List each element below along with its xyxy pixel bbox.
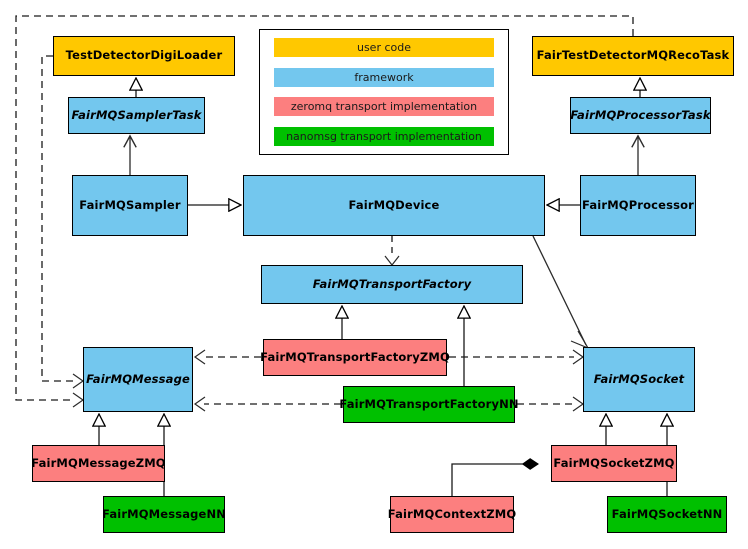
- class-node-fairmqmessagenn[interactable]: FairMQMessageNN: [102, 496, 226, 533]
- class-label: FairMQMessage: [86, 371, 190, 386]
- class-label: FairMQMessageZMQ: [31, 455, 166, 470]
- class-node-fairmqtransportfactorynn[interactable]: FairMQTransportFactoryNN: [339, 386, 519, 423]
- legend-label-nanomsg: nanomsg transport implementation: [286, 129, 482, 143]
- class-node-fairmqsocketnn[interactable]: FairMQSocketNN: [607, 496, 727, 533]
- class-node-fairmqcontextzmq[interactable]: FairMQContextZMQ: [387, 496, 517, 533]
- class-label: FairMQSocket: [593, 371, 685, 386]
- class-label: FairMQSocketNN: [611, 506, 723, 521]
- class-label: FairMQMessageNN: [102, 506, 226, 521]
- class-node-fairmqsocket[interactable]: FairMQSocket: [583, 347, 695, 412]
- class-label: FairMQTransportFactory: [312, 276, 472, 291]
- arrow-recotask-message: [72, 392, 85, 408]
- edge-socketzmq-contextzmq: [451, 464, 538, 496]
- class-node-fairmqtransportfactory[interactable]: FairMQTransportFactory: [261, 265, 523, 304]
- class-label: TestDetectorDigiLoader: [65, 48, 223, 63]
- class-label: FairMQDevice: [348, 197, 440, 212]
- class-label: FairMQProcessorTask: [570, 107, 711, 122]
- legend-label-user-code: user code: [356, 41, 412, 54]
- edge-device-socket: [532, 235, 587, 346]
- arrow-device-transportfactory: [384, 255, 400, 266]
- class-label: FairTestDetectorMQRecoTask: [536, 48, 730, 63]
- arrow-tfzmq-socket: [572, 349, 585, 365]
- class-label: FairMQTransportFactoryZMQ: [260, 349, 450, 364]
- arrow-tfnn-socket: [572, 396, 585, 412]
- class-label: FairMQSocketZMQ: [553, 455, 675, 470]
- legend-row-zeromq: zeromq transport implementation: [274, 97, 494, 117]
- class-node-testdetectordigiloader[interactable]: TestDetectorDigiLoader: [53, 36, 235, 76]
- class-label: FairMQSamplerTask: [71, 107, 202, 122]
- class-node-fairmqmessage[interactable]: FairMQMessage: [83, 347, 193, 412]
- legend-row-user-code: user code: [274, 38, 494, 57]
- legend-row-framework: framework: [274, 67, 494, 87]
- arrow-tfzmq-message: [193, 349, 206, 365]
- class-node-fairtestdetectormqrecotask[interactable]: FairTestDetectorMQRecoTask: [532, 36, 734, 76]
- class-node-fairmqmessagezmq[interactable]: FairMQMessageZMQ: [31, 445, 166, 482]
- arrow-device-socket: [570, 330, 590, 350]
- class-label: FairMQTransportFactoryNN: [339, 396, 519, 411]
- legend-row-nanomsg: nanomsg transport implementation: [274, 126, 494, 146]
- class-node-fairmqsocketzmq[interactable]: FairMQSocketZMQ: [551, 445, 677, 482]
- class-node-fairmqsamplertask[interactable]: FairMQSamplerTask: [68, 97, 205, 134]
- legend: user code framework zeromq transport imp…: [259, 29, 509, 155]
- arrow-digiloader-message: [72, 373, 85, 389]
- arrow-tfnn-message: [193, 396, 206, 412]
- legend-label-zeromq: zeromq transport implementation: [290, 100, 478, 114]
- legend-label-framework: framework: [354, 70, 414, 84]
- class-node-fairmqtransportfactoryzmq[interactable]: FairMQTransportFactoryZMQ: [260, 339, 450, 376]
- class-node-fairmqprocessor[interactable]: FairMQProcessor: [580, 175, 696, 236]
- class-label: FairMQContextZMQ: [387, 506, 517, 521]
- class-label: FairMQProcessor: [582, 197, 694, 212]
- class-node-fairmqprocessortask[interactable]: FairMQProcessorTask: [570, 97, 711, 134]
- class-node-fairmqdevice[interactable]: FairMQDevice: [243, 175, 545, 236]
- class-node-fairmqsampler[interactable]: FairMQSampler: [72, 175, 188, 236]
- class-label: FairMQSampler: [79, 197, 181, 212]
